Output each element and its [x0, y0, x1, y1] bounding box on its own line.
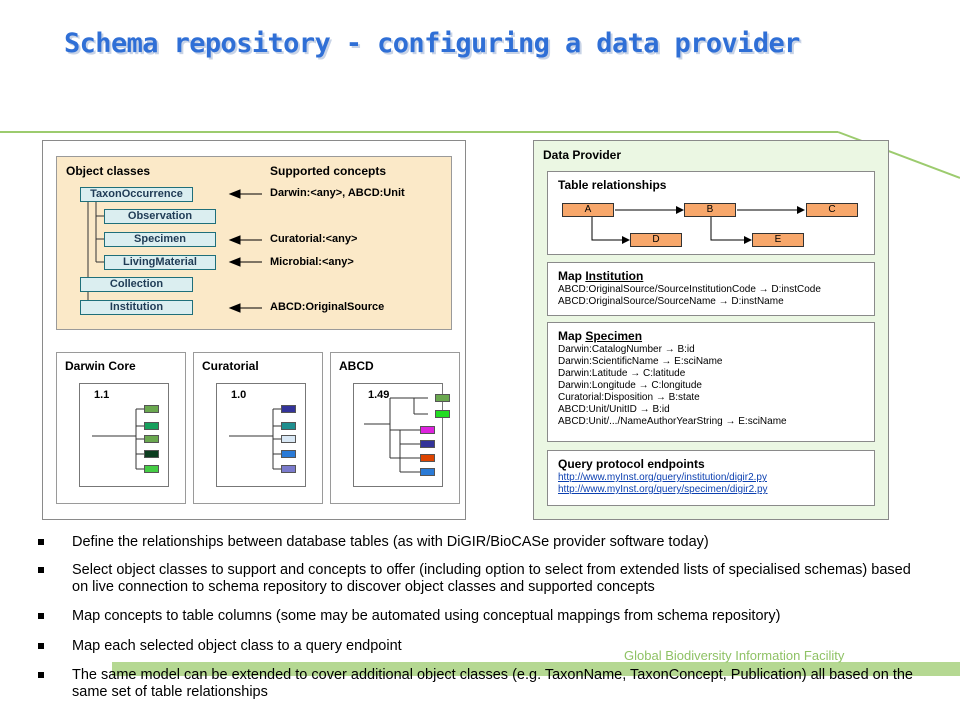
- bullet-marker: [38, 613, 44, 619]
- schema-node: [144, 422, 159, 430]
- schema-version: 1.0: [231, 389, 247, 401]
- query-endpoints-title: Query protocol endpoints: [558, 457, 705, 471]
- map-institution-panel: Map Institution ABCD:OriginalSource/Sour…: [547, 262, 875, 316]
- schema-title: Darwin Core: [65, 359, 136, 373]
- mapping-line: Darwin:Latitude → C:latitude: [558, 368, 686, 379]
- table-relationships-panel: Table relationships A B C D E: [547, 171, 875, 255]
- map-institution-title: Map Institution: [558, 269, 644, 283]
- concept-taxon-occurrence: Darwin:<any>, ABCD:Unit: [270, 187, 405, 199]
- bullet-marker: [38, 672, 44, 678]
- schema-version: 1.49: [368, 389, 390, 401]
- schema-version: 1.1: [94, 389, 110, 401]
- concept-arrows: [228, 189, 262, 313]
- table-a[interactable]: A: [562, 203, 614, 217]
- schema-tree-lines: [364, 397, 428, 473]
- slide-title: Schema repository - configuring a data p…: [64, 28, 800, 59]
- query-endpoints-panel: Query protocol endpoints http://www.myIn…: [547, 450, 875, 506]
- schema-tree-box: 1.49: [353, 383, 450, 487]
- table-c[interactable]: C: [806, 203, 858, 217]
- schema-node: [420, 426, 435, 434]
- map-specimen-title: Map Specimen: [558, 329, 643, 343]
- mapping-line: Curatorial:Disposition → B:state: [558, 392, 700, 403]
- mapping-line: ABCD:Unit/.../NameAuthorYearString → E:s…: [558, 416, 787, 427]
- schema-tree-lines: [92, 408, 144, 470]
- schema-node: [420, 468, 435, 476]
- class-tree-connectors: [80, 189, 262, 313]
- class-living-material[interactable]: LivingMaterial: [104, 255, 216, 270]
- class-institution[interactable]: Institution: [80, 300, 193, 315]
- schema-tree-box: 1.1: [79, 383, 169, 487]
- schema-node: [144, 405, 159, 413]
- bullet-marker: [38, 567, 44, 573]
- object-classes-header: Object classes: [66, 164, 151, 178]
- class-taxon-occurrence[interactable]: TaxonOccurrence: [80, 187, 193, 202]
- table-relationship-arrows: [591, 206, 805, 244]
- schema-tree-box: 1.0: [216, 383, 306, 487]
- concept-institution: ABCD:OriginalSource: [270, 301, 385, 313]
- schema-node: [281, 465, 296, 473]
- mapping-line: ABCD:OriginalSource/SourceInstitutionCod…: [558, 284, 821, 295]
- endpoint-link-specimen[interactable]: http://www.myInst.org/query/specimen/dig…: [558, 484, 768, 495]
- schema-title: Curatorial: [202, 359, 259, 373]
- table-d[interactable]: D: [630, 233, 682, 247]
- schema-node: [435, 410, 450, 418]
- schema-panel-darwin-core: Darwin Core 1.1: [56, 352, 186, 504]
- footer-bar: [112, 662, 960, 676]
- schema-node: [281, 450, 296, 458]
- schema-node: [281, 435, 296, 443]
- mapping-line: Darwin:ScientificName → E:sciName: [558, 356, 723, 367]
- schema-node: [144, 450, 159, 458]
- table-e[interactable]: E: [752, 233, 804, 247]
- schema-node: [435, 394, 450, 402]
- schema-node: [281, 422, 296, 430]
- mapping-line: ABCD:OriginalSource/SourceName → D:instN…: [558, 296, 784, 307]
- schema-node: [144, 465, 159, 473]
- table-relationships-title: Table relationships: [558, 178, 667, 192]
- schema-node: [144, 435, 159, 443]
- concept-specimen: Curatorial:<any>: [270, 233, 358, 245]
- concept-living-material: Microbial:<any>: [270, 256, 354, 268]
- table-b[interactable]: B: [684, 203, 736, 217]
- mapping-line: Darwin:CatalogNumber → B:id: [558, 344, 695, 355]
- class-collection[interactable]: Collection: [80, 277, 193, 292]
- bullet-marker: [38, 643, 44, 649]
- schema-panel-abcd: ABCD 1.49: [330, 352, 460, 504]
- map-specimen-panel: Map Specimen Darwin:CatalogNumber → B:id…: [547, 322, 875, 442]
- schema-title: ABCD: [339, 359, 374, 373]
- supported-concepts-header: Supported concepts: [270, 164, 387, 178]
- class-specimen[interactable]: Specimen: [104, 232, 216, 247]
- mapping-line: ABCD:Unit/UnitID → B:id: [558, 404, 670, 415]
- endpoint-link-institution[interactable]: http://www.myInst.org/query/institution/…: [558, 472, 767, 483]
- schema-tree-lines: [229, 408, 281, 470]
- class-observation[interactable]: Observation: [104, 209, 216, 224]
- schema-node: [281, 405, 296, 413]
- bullet-marker: [38, 539, 44, 545]
- schema-panel-curatorial: Curatorial 1.0: [193, 352, 323, 504]
- schema-node: [420, 440, 435, 448]
- schema-node: [420, 454, 435, 462]
- mapping-line: Darwin:Longitude → C:longitude: [558, 380, 702, 391]
- data-provider-title: Data Provider: [543, 148, 622, 162]
- footer-org-name: Global Biodiversity Information Facility: [624, 648, 845, 663]
